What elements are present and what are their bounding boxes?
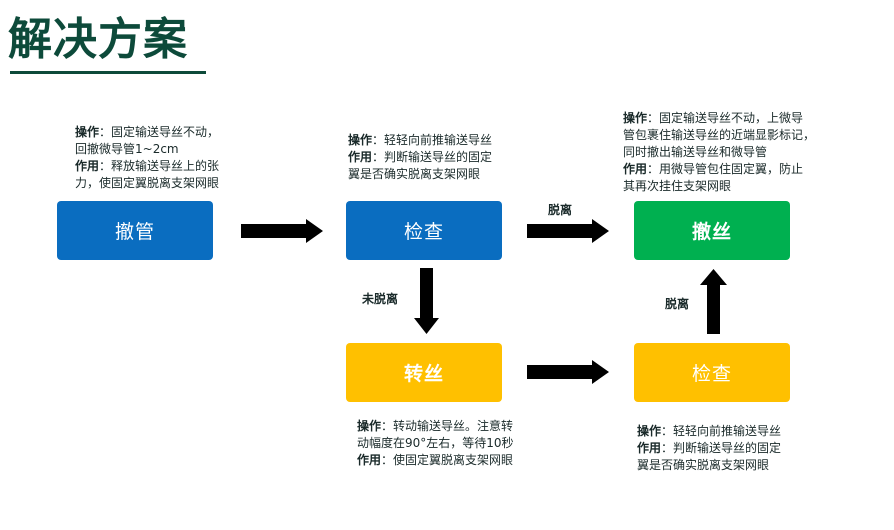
- arrow-up: [700, 269, 727, 334]
- arrow-right-1: [241, 219, 323, 243]
- note-text: 同时撤出输送导丝和微导管: [623, 145, 768, 159]
- note-text: 翼是否确实脱离支架网眼: [348, 167, 481, 181]
- note-label: 操作: [623, 111, 648, 125]
- title-underline: [10, 71, 206, 74]
- note-text: 回撤微导管1~2cm: [75, 142, 179, 156]
- arrow-right-3: [527, 360, 609, 384]
- arrow-label-not-detached: 未脱离: [362, 292, 399, 306]
- arrow-label-detached-right: 脱离: [665, 297, 690, 311]
- page-title: 解决方案: [8, 14, 188, 65]
- note-text: 管包裹住输送导丝的近端显影标记，: [623, 128, 816, 142]
- note-text: ：固定输送导丝不动，上微导: [647, 111, 804, 125]
- note-label: 操作: [75, 125, 100, 139]
- note-text: 翼是否确实脱离支架网眼: [637, 458, 770, 472]
- note-withdraw-wire: 操作：固定输送导丝不动，上微导 管包裹住输送导丝的近端显影标记， 同时撤出输送导…: [623, 110, 815, 195]
- note-text: ：释放输送导丝上的张: [99, 159, 220, 173]
- note-text: ：固定输送导丝不动，: [99, 125, 220, 139]
- note-text: ：用微导管包住固定翼，防止: [647, 162, 804, 176]
- note-text: ：使固定翼脱离支架网眼: [381, 453, 514, 467]
- note-withdraw-tube: 操作：固定输送导丝不动， 回撤微导管1~2cm 作用：释放输送导丝上的张 力，使…: [75, 124, 219, 192]
- note-label: 操作: [348, 133, 373, 147]
- note-label: 操作: [637, 424, 662, 438]
- note-label: 作用: [75, 159, 100, 173]
- note-check-1: 操作：轻轻向前推输送导丝 作用：判断输送导丝的固定 翼是否确实脱离支架网眼: [348, 132, 492, 183]
- step-withdraw-tube: 撤管: [57, 201, 213, 260]
- arrow-right-2: [527, 219, 609, 243]
- arrow-label-detached-top: 脱离: [548, 203, 573, 217]
- note-text: 力，使固定翼脱离支架网眼: [75, 176, 220, 190]
- note-check-2: 操作：轻轻向前推输送导丝 作用：判断输送导丝的固定 翼是否确实脱离支架网眼: [637, 423, 781, 474]
- note-text: ：转动输送导丝。注意转: [381, 419, 514, 433]
- note-label: 作用: [357, 453, 382, 467]
- note-text: ：判断输送导丝的固定: [372, 150, 493, 164]
- note-text: ：判断输送导丝的固定: [661, 441, 782, 455]
- note-text: 其再次挂住支架网眼: [623, 179, 732, 193]
- note-label: 作用: [637, 441, 662, 455]
- note-label: 作用: [623, 162, 648, 176]
- note-text: ：轻轻向前推输送导丝: [661, 424, 782, 438]
- step-check-2: 检查: [634, 343, 790, 402]
- step-check-1: 检查: [346, 201, 502, 260]
- arrow-down: [414, 268, 439, 334]
- note-rotate-wire: 操作：转动输送导丝。注意转 动幅度在90°左右，等待10秒 作用：使固定翼脱离支…: [357, 418, 514, 469]
- step-withdraw-wire: 撤丝: [634, 201, 790, 260]
- note-text: 动幅度在90°左右，等待10秒: [357, 436, 514, 450]
- note-text: ：轻轻向前推输送导丝: [372, 133, 493, 147]
- note-label: 作用: [348, 150, 373, 164]
- note-label: 操作: [357, 419, 382, 433]
- step-rotate-wire: 转丝: [346, 343, 502, 402]
